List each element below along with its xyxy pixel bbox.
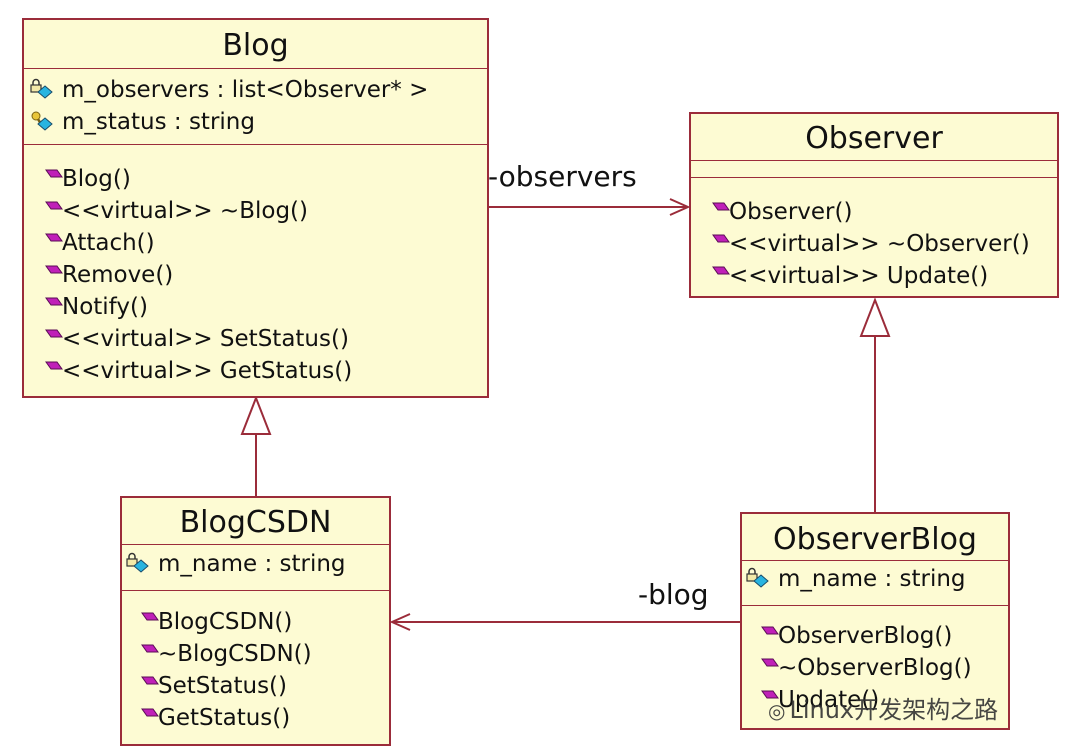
diamond-icon bbox=[141, 644, 159, 653]
operation-row: GetStatus() bbox=[122, 702, 389, 734]
operation-row: Notify() bbox=[24, 291, 487, 323]
attribute-text: m_status : string bbox=[62, 109, 255, 135]
watermark-text: Linux开发架构之路 bbox=[789, 696, 999, 724]
operation-text: BlogCSDN() bbox=[158, 609, 293, 635]
diamond-icon bbox=[761, 658, 779, 667]
operation-row: <<virtual>> ~Observer() bbox=[691, 228, 1057, 260]
observers-role-label: -observers bbox=[488, 160, 637, 193]
operation-row: Blog() bbox=[24, 163, 487, 195]
operation-row: Remove() bbox=[24, 259, 487, 291]
diamond-icon bbox=[141, 676, 159, 685]
operation-text: Blog() bbox=[62, 166, 131, 192]
lock-icon bbox=[746, 567, 769, 588]
operation-text: Update() bbox=[778, 687, 880, 713]
operation-row: <<virtual>> SetStatus() bbox=[24, 323, 487, 355]
diamond-icon bbox=[712, 202, 730, 211]
class-observer[interactable]: Observer Observer() <<virtual>> ~Observe… bbox=[689, 112, 1059, 298]
class-name-observerblog: ObserverBlog bbox=[742, 514, 1008, 561]
operation-row: ~BlogCSDN() bbox=[122, 638, 389, 670]
operation-text: Remove() bbox=[62, 262, 174, 288]
operation-text: ~BlogCSDN() bbox=[158, 641, 312, 667]
association-arrowhead bbox=[669, 198, 691, 216]
operation-row: Attach() bbox=[24, 227, 487, 259]
diamond-icon bbox=[45, 201, 63, 210]
diamond-icon bbox=[712, 234, 730, 243]
attribute-text: m_name : string bbox=[158, 551, 346, 577]
class-observerblog[interactable]: ObserverBlog m_name : string ObserverBlo… bbox=[740, 512, 1010, 730]
watermark: ◎Linux开发架构之路 bbox=[768, 690, 998, 725]
operation-row: ~ObserverBlog() bbox=[742, 652, 1008, 684]
key-icon bbox=[31, 111, 53, 131]
operations-compartment: BlogCSDN() ~BlogCSDN() SetStatus() GetSt… bbox=[122, 591, 389, 734]
attribute-row: m_name : string bbox=[122, 548, 389, 580]
class-blogcsdn[interactable]: BlogCSDN m_name : string BlogCSDN() ~Blo… bbox=[120, 496, 391, 746]
class-blog[interactable]: Blog m_observers : list<Observer* > m_st… bbox=[22, 18, 489, 398]
class-name-observer: Observer bbox=[691, 114, 1057, 161]
operation-row: Observer() bbox=[691, 196, 1057, 228]
diamond-icon bbox=[45, 329, 63, 338]
operation-text: <<virtual>> ~Observer() bbox=[729, 231, 1030, 257]
operation-row: BlogCSDN() bbox=[122, 606, 389, 638]
diamond-icon bbox=[45, 169, 63, 178]
wechat-logo-icon: ◎ bbox=[768, 699, 786, 723]
operation-row: Update() bbox=[742, 684, 1008, 716]
diamond-icon bbox=[712, 266, 730, 275]
diamond-icon bbox=[45, 233, 63, 242]
operation-row: <<virtual>> GetStatus() bbox=[24, 355, 487, 387]
attributes-compartment: m_name : string bbox=[122, 545, 389, 591]
operation-row: <<virtual>> Update() bbox=[691, 260, 1057, 292]
operation-text: <<virtual>> Update() bbox=[729, 263, 989, 289]
operation-text: <<virtual>> ~Blog() bbox=[62, 198, 308, 224]
operations-compartment: Observer() <<virtual>> ~Observer() <<vir… bbox=[691, 178, 1057, 292]
operations-compartment: Blog() <<virtual>> ~Blog() Attach() Remo… bbox=[24, 145, 487, 387]
operation-text: GetStatus() bbox=[158, 705, 291, 731]
operation-text: Observer() bbox=[729, 199, 853, 225]
blog-role-label: -blog bbox=[638, 578, 709, 611]
attribute-text: m_observers : list<Observer* > bbox=[62, 77, 429, 103]
operation-row: <<virtual>> ~Blog() bbox=[24, 195, 487, 227]
diamond-icon bbox=[141, 612, 159, 621]
association-arrowhead bbox=[389, 613, 411, 631]
generalization-triangle bbox=[859, 297, 891, 337]
class-name-blogcsdn: BlogCSDN bbox=[122, 498, 389, 545]
attribute-row: m_status : string bbox=[24, 106, 487, 138]
diamond-icon bbox=[761, 690, 779, 699]
operation-text: Attach() bbox=[62, 230, 155, 256]
operation-text: <<virtual>> GetStatus() bbox=[62, 358, 353, 384]
diamond-icon bbox=[45, 361, 63, 370]
diamond-icon bbox=[45, 297, 63, 306]
operation-text: ObserverBlog() bbox=[778, 623, 953, 649]
operation-row: ObserverBlog() bbox=[742, 620, 1008, 652]
operation-text: Notify() bbox=[62, 294, 148, 320]
class-name-blog: Blog bbox=[24, 20, 487, 69]
operation-text: <<virtual>> SetStatus() bbox=[62, 326, 349, 352]
operation-text: ~ObserverBlog() bbox=[778, 655, 972, 681]
attributes-compartment: m_name : string bbox=[742, 561, 1008, 606]
diamond-icon bbox=[761, 626, 779, 635]
diamond-icon bbox=[141, 708, 159, 717]
diamond-icon bbox=[45, 265, 63, 274]
operation-text: SetStatus() bbox=[158, 673, 288, 699]
attribute-text: m_name : string bbox=[778, 566, 966, 592]
attribute-row: m_observers : list<Observer* > bbox=[24, 74, 487, 106]
attribute-row: m_name : string bbox=[742, 563, 1008, 595]
lock-icon bbox=[126, 552, 149, 573]
generalization-triangle bbox=[240, 395, 272, 435]
attributes-compartment bbox=[691, 161, 1057, 178]
operation-row: SetStatus() bbox=[122, 670, 389, 702]
attributes-compartment: m_observers : list<Observer* > m_status … bbox=[24, 69, 487, 145]
operations-compartment: ObserverBlog() ~ObserverBlog() Update() bbox=[742, 606, 1008, 716]
lock-icon bbox=[30, 78, 53, 99]
